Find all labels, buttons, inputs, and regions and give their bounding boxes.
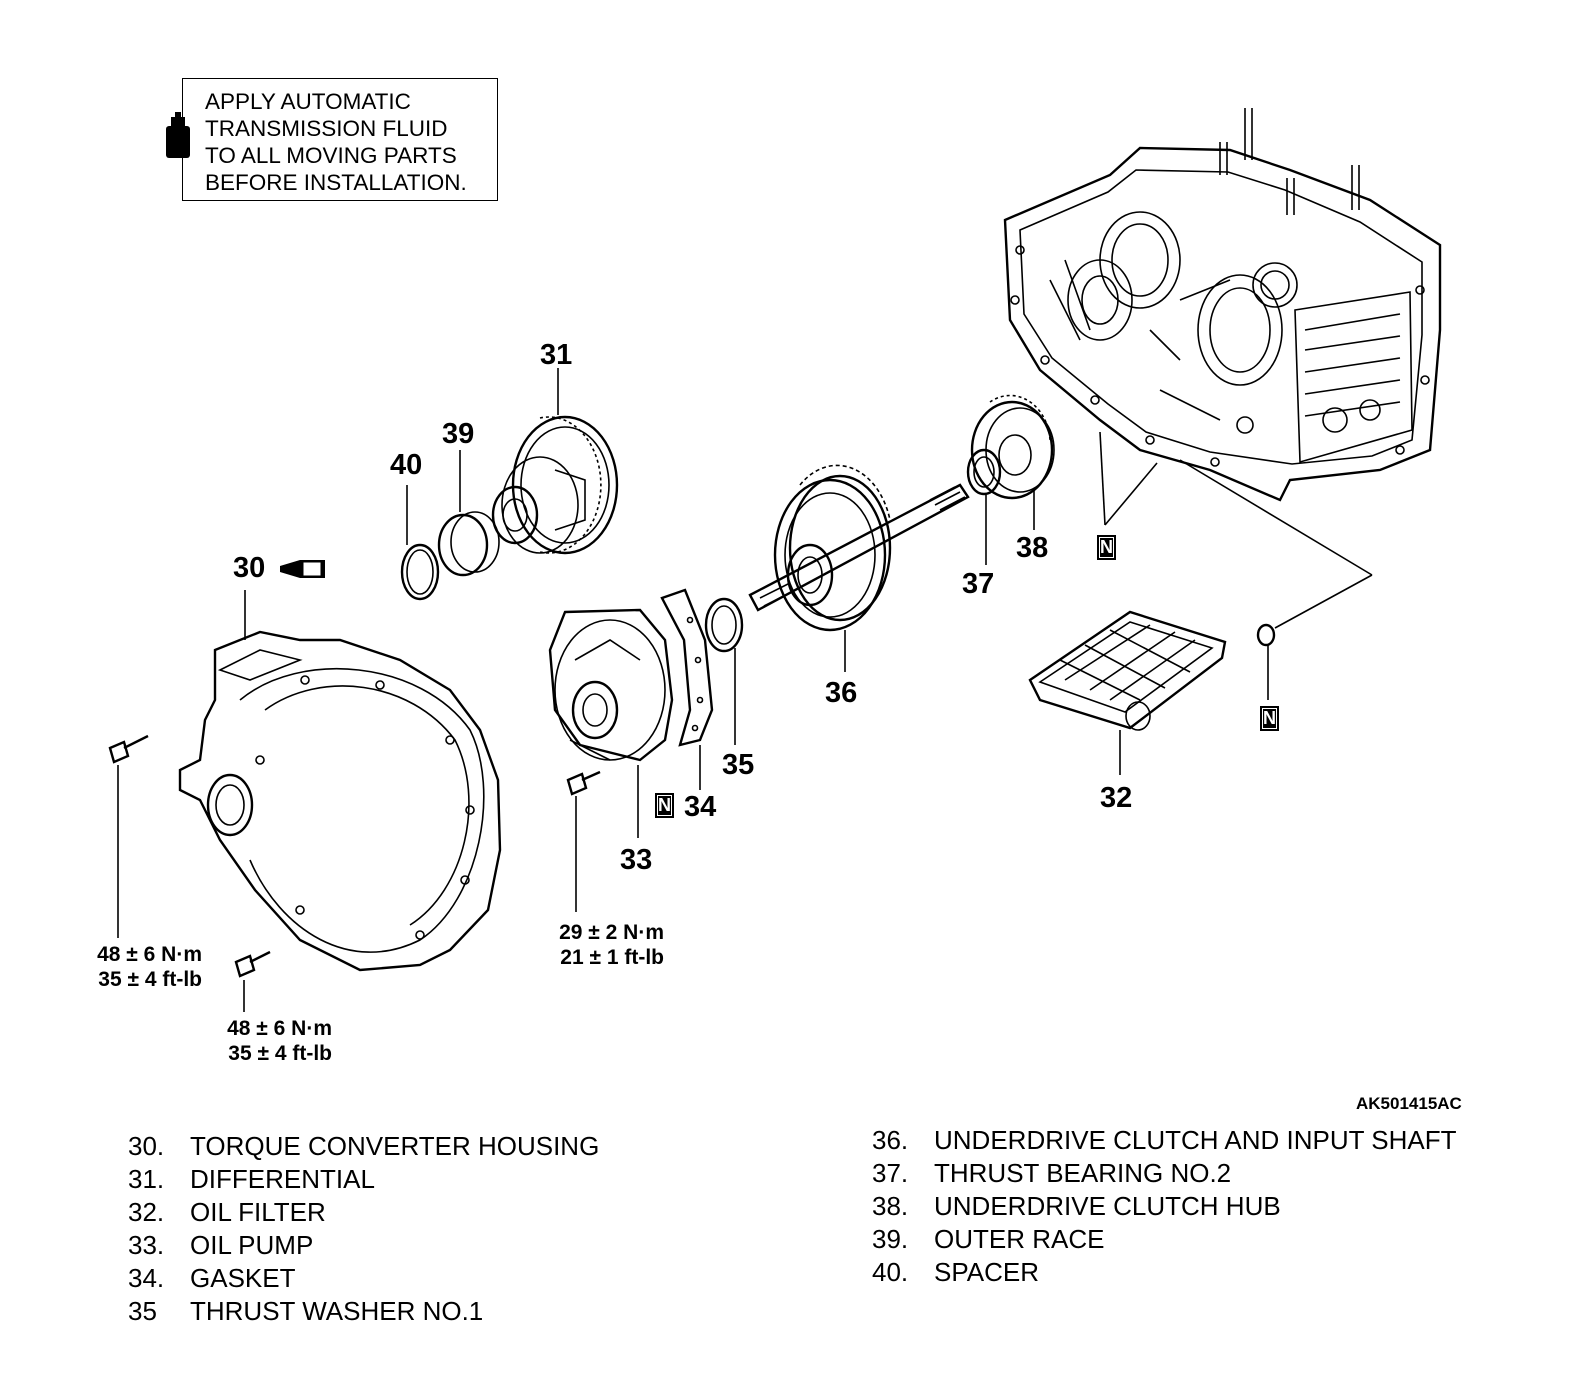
new-part-badge-case: N [1097,535,1116,560]
new-part-mark: N [1100,537,1113,557]
sealant-tube-icon [280,560,325,578]
clutch-hub-shape [970,394,1055,530]
note-line-2: TRANSMISSION FLUID [205,116,448,141]
legend-num: 32. [128,1197,165,1227]
legend-item: 40. SPACER [872,1256,1552,1289]
new-part-mark: N [1263,708,1276,728]
legend-label: OIL FILTER [190,1197,326,1227]
callout-37: 37 [962,568,995,600]
callout-33: 33 [620,844,653,876]
callout-39: 39 [442,418,475,450]
legend-label: UNDERDRIVE CLUTCH HUB [934,1191,1281,1221]
legend-item: 39. OUTER RACE [872,1223,1552,1256]
torque-converter-housing-shape [178,590,502,972]
legend-item: 31. DIFFERENTIAL [128,1163,688,1196]
note-line-1: APPLY AUTOMATIC [205,89,411,114]
legend-item: 36. UNDERDRIVE CLUTCH AND INPUT SHAFT [872,1124,1552,1157]
legend-label: DIFFERENTIAL [190,1164,375,1194]
oil-filter-shape [1028,610,1227,775]
legend-label: OIL PUMP [190,1230,314,1260]
legend-label: SPACER [934,1257,1039,1287]
torque-ftlb: 21 ± 1 ft-lb [560,946,664,969]
legend-item: 30. TORQUE CONVERTER HOUSING [128,1130,688,1163]
case-leaders [1099,431,1373,700]
outer-race-shape [437,450,500,577]
callout-32: 32 [1100,782,1133,814]
torque-nm: 29 ± 2 N·m [559,921,664,944]
legend-num: 31. [128,1164,165,1194]
new-part-mark: N [658,795,671,815]
fluid-bottle-icon [166,112,190,158]
new-part-badge-oring: N [1260,706,1279,731]
legend-num: 33. [128,1230,165,1260]
legend-item: 33. OIL PUMP [128,1229,688,1262]
legend-num: 38. [872,1191,909,1221]
torque-spec-housing-left: 48 ± 6 N·m 35 ± 4 ft-lb [62,942,202,992]
legend-label: OUTER RACE [934,1224,1105,1254]
input-shaft-shape [748,464,970,672]
differential-shape [491,368,619,555]
housing-bolt-bottom [234,950,271,1012]
oil-pump-shape [548,608,674,838]
spacer-shape [400,485,440,601]
legend-label: THRUST BEARING NO.2 [934,1158,1232,1188]
legend-num: 37. [872,1158,909,1188]
legend-label: GASKET [190,1263,296,1293]
legend-num: 30. [128,1131,165,1161]
torque-nm: 48 ± 6 N·m [227,1017,332,1040]
callout-38: 38 [1016,532,1049,564]
note-line-4: BEFORE INSTALLATION. [205,170,467,195]
legend-num: 35 [128,1296,157,1326]
legend-num: 40. [872,1257,909,1287]
callout-35: 35 [722,749,755,781]
housing-bolt-left [108,734,149,938]
transmission-case [1003,108,1442,502]
callout-36: 36 [825,677,858,709]
callout-31: 31 [540,339,573,371]
legend-left: 30. TORQUE CONVERTER HOUSING 31. DIFFERENT… [128,1130,688,1328]
note-line-3: TO ALL MOVING PARTS [205,143,457,168]
o-ring [1256,623,1276,647]
legend-label: TORQUE CONVERTER HOUSING [190,1131,600,1161]
pump-bolt [566,770,601,912]
torque-spec-pump: 29 ± 2 N·m 21 ± 1 ft-lb [524,920,664,970]
legend-num: 39. [872,1224,909,1254]
figure-id: AK501415AC [1356,1094,1462,1113]
torque-spec-housing-bottom: 48 ± 6 N·m 35 ± 4 ft-lb [192,1016,332,1066]
legend-num: 36. [872,1125,909,1155]
thrust-washer-shape [704,597,744,745]
legend-right: 36. UNDERDRIVE CLUTCH AND INPUT SHAFT 37.… [872,1124,1552,1289]
callout-34: 34 [684,791,717,823]
callout-30: 30 [233,552,266,584]
legend-item: 32. OIL FILTER [128,1196,688,1229]
legend-item: 38. UNDERDRIVE CLUTCH HUB [872,1190,1552,1223]
legend-item: 34. GASKET [128,1262,688,1295]
torque-ftlb: 35 ± 4 ft-lb [228,1042,332,1065]
legend-label: UNDERDRIVE CLUTCH AND INPUT SHAFT [934,1125,1457,1155]
legend-label: THRUST WASHER NO.1 [190,1296,484,1326]
new-part-badge-gasket: N [655,793,674,818]
fluid-note-box: APPLY AUTOMATIC TRANSMISSION FLUID TO AL… [182,78,498,201]
legend-item: 35 THRUST WASHER NO.1 [128,1295,688,1328]
legend-item: 37. THRUST BEARING NO.2 [872,1157,1552,1190]
torque-nm: 48 ± 6 N·m [97,943,202,966]
gasket-shape [660,588,714,790]
torque-ftlb: 35 ± 4 ft-lb [98,968,202,991]
thrust-bearing-shape [966,448,1002,565]
callout-40: 40 [390,449,423,481]
legend-num: 34. [128,1263,165,1293]
